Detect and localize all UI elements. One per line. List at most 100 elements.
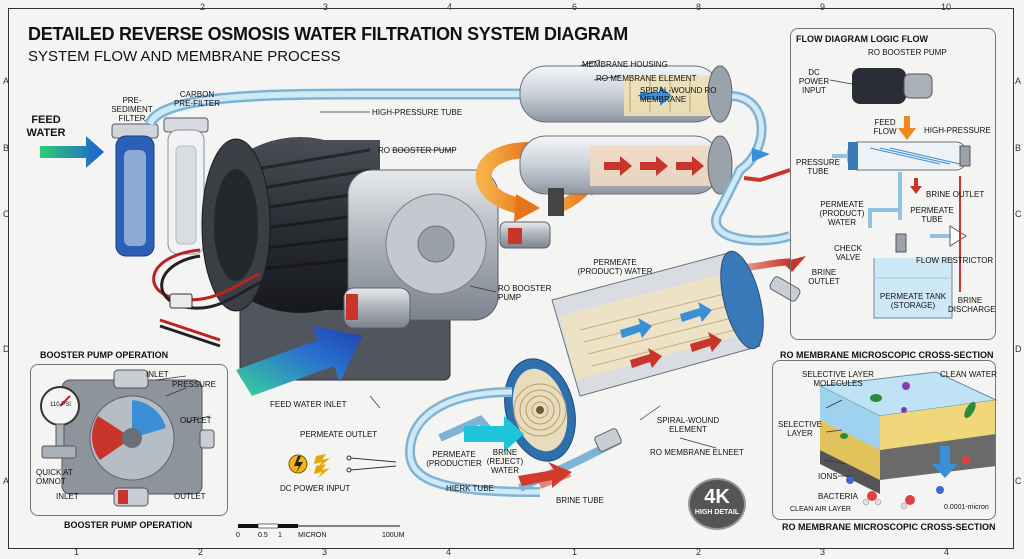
flow-feed-flow: FEED FLOW [873, 118, 897, 137]
flow-permeate-tank: PERMEATE TANK (STORAGE) [879, 292, 947, 311]
ruler-mark: C [1015, 209, 1022, 219]
micro-ions: IONS [818, 472, 838, 481]
pre-sediment-label: PRE-SEDIMENT FILTER [111, 96, 153, 124]
booster-pump-panel [30, 364, 228, 516]
ruler-mark: B [1015, 143, 1022, 153]
bottom-ruler: 1 2 3 4 1 2 3 4 [0, 545, 1024, 559]
ro-membrane-element-label: RO MEMBRANE ELEMENT [596, 74, 697, 83]
flow-dc-power: DC POWER INPUT [798, 68, 830, 96]
ruler-mark: 4 [446, 547, 452, 557]
ruler-mark: 1 [572, 547, 578, 557]
ro-membrane-cutaway [504, 250, 764, 462]
micro-scale: 0.0001-micron [944, 504, 989, 511]
scale-tick-0: 0 [236, 532, 240, 539]
ruler-mark: 2 [696, 547, 702, 557]
micro-selective-layer: SELECTIVE LAYER [778, 420, 823, 439]
micro-clean-water: CLEAN WATER [940, 370, 997, 379]
pressure-gauge-reading: 110 PSI [50, 402, 71, 408]
permeate-product-label: PERMEATE (PRODUCT) WATER [577, 258, 653, 277]
scale-bar [238, 523, 400, 529]
pump-quick-omnot-label: QUICK AT OMNOT [36, 468, 73, 487]
ruler-mark: C [3, 209, 10, 219]
ruler-mark: 6 [572, 2, 578, 12]
diagram-title: DETAILED REVERSE OSMOSIS WATER FILTRATIO… [28, 24, 628, 44]
flow-diagram-panel [790, 28, 996, 340]
ruler-mark: 4 [944, 547, 950, 557]
ruler-mark: A [3, 76, 10, 86]
flow-pressure-tube: PRESSURE TUBE [796, 158, 841, 177]
pump-operation-drawing [40, 369, 215, 507]
flow-permeate-water: PERMEATE (PRODUCT) WATER [819, 200, 865, 228]
pump-inlet-top-label: INLET [146, 370, 169, 379]
high-pressure-tube-label: HIGH-PRESSURE TUBE [372, 108, 463, 117]
pump-outlet-bottom-label: OUTLET [174, 492, 206, 501]
top-ruler: 2 3 4 6 8 9 10 [0, 0, 1024, 14]
brine-tube-label: BRINE TUBE [556, 496, 604, 505]
diagram-subtitle: SYSTEM FLOW AND MEMBRANE PROCESS [28, 48, 341, 65]
flow-diagram-drawing [829, 68, 971, 319]
micro-clean-air-layer: CLEAN AIR LAYER [790, 506, 851, 513]
flow-permeate-tube: PERMEATE TUBE [910, 206, 954, 225]
carbon-prefilter-label: CARBON PRE-FILTER [173, 90, 221, 109]
ruler-mark: 3 [323, 2, 329, 12]
feed-water-arrow [40, 136, 104, 168]
flow-restrictor: FLOW RESTRICTOR [916, 256, 994, 265]
micro-cross-section-panel [772, 360, 996, 520]
flow-brine-outlet: BRINE OUTLET [926, 190, 985, 199]
membrane-housing-lower [519, 135, 733, 216]
micro-panel-title-bottom: RO MEMBRANE MICROSCOPIC CROSS-SECTION [782, 522, 996, 532]
badge-4k: 4K [704, 486, 730, 508]
water-molecule-icons [846, 456, 970, 510]
pump-pressure-label: PRESSURE [172, 380, 217, 389]
ro-booster-pump-mid-label: RO BOOSTER PUMP [498, 284, 552, 303]
feed-water-inlet-label: FEED WATER INLET [270, 400, 347, 409]
ruler-mark: D [3, 344, 10, 354]
membrane-housing-label: MEMBRANE HOUSING [582, 60, 668, 69]
ruler-mark: 3 [322, 547, 328, 557]
carbon-pre-filter [163, 117, 209, 255]
permeate-outlet-label: PERMEATE OUTLET [300, 430, 378, 439]
hierk-tube-label: HIERK TUBE [446, 484, 494, 493]
ruler-mark: 1 [74, 547, 80, 557]
permeate-productier-label: PERMEATE (PRODUCTIER [426, 450, 482, 469]
scale-tick-0-5: 0.5 [258, 532, 268, 539]
flow-check-valve: CHECK VALVE [833, 244, 862, 263]
ruler-mark: 8 [696, 2, 702, 12]
micro-selective-molecules: SELECTIVE LAYER MOLECULES [802, 370, 874, 389]
pump-outlet-mid-label: OUTLET [180, 416, 212, 425]
ruler-mark: A [3, 476, 10, 486]
micro-panel-title-top: RO MEMBRANE MICROSCOPIC CROSS-SECTION [780, 350, 994, 360]
dc-power-icon [288, 454, 397, 478]
scale-unit: micron [298, 532, 327, 539]
scale-tick-1: 1 [278, 532, 282, 539]
scale-end: 100um [382, 532, 405, 539]
spiral-wound-element-label: SPIRAL-WOUND ELEMENT [656, 416, 720, 435]
flow-brine-discharge: BRINE DISCHARGE [948, 296, 996, 315]
ruler-mark: 4 [447, 2, 453, 12]
brine-reject-label: BRINE (REJECT) WATER [486, 448, 524, 476]
ro-booster-pump-top-label: RO BOOSTER PUMP [378, 146, 457, 155]
ruler-mark: 2 [200, 2, 206, 12]
ruler-mark: D [1015, 344, 1022, 354]
pump-panel-title-top: BOOSTER PUMP OPERATION [40, 350, 169, 360]
flow-ro-booster-pump: RO BOOSTER PUMP [868, 48, 947, 57]
spiral-wound-label: SPIRAL-WOUND RO MEMBRANE [640, 86, 717, 105]
flow-panel-title: FLOW DIAGRAM LOGIC FLOW [796, 34, 928, 44]
feed-water-label: FEED WATER [26, 114, 66, 139]
ruler-mark: A [1015, 76, 1022, 86]
micro-bacteria: BACTERIA [818, 492, 859, 501]
ro-membrane-elneet-label: RO MEMBRANE ELNEET [650, 448, 744, 457]
high-detail-badge: 4K HIGH DETAIL [688, 478, 746, 530]
badge-high-detail: HIGH DETAIL [694, 509, 740, 516]
pump-inlet-bottom-label: INLET [56, 492, 79, 501]
ruler-mark: B [3, 143, 10, 153]
pre-sediment-filter [111, 123, 159, 257]
pump-panel-title-bottom: BOOSTER PUMP OPERATION [64, 520, 193, 530]
right-ruler: A B C D C [1012, 0, 1024, 559]
membrane-housing-upper [519, 65, 733, 123]
brine-outlet-label: BRINE OUTLET [808, 268, 840, 287]
drawing-frame [8, 8, 1014, 549]
ruler-mark: 2 [198, 547, 204, 557]
dc-power-input-label: DC POWER INPUT [280, 484, 351, 493]
